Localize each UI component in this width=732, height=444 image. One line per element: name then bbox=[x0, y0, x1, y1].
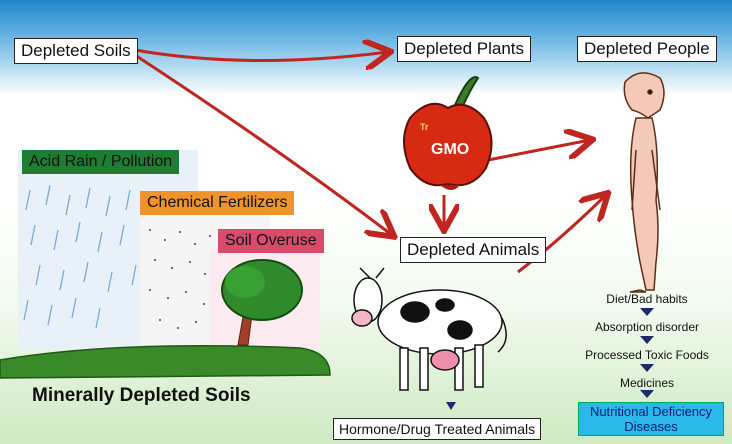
tree-icon bbox=[221, 259, 303, 346]
fertilizers-tag: Chemical Fertilizers bbox=[140, 191, 295, 215]
flow-arrows bbox=[134, 50, 606, 274]
result-line2: Diseases bbox=[624, 419, 678, 434]
gmo-mark: Tr bbox=[420, 122, 429, 132]
depleted-plants-box: Depleted Plants bbox=[397, 36, 532, 62]
depleted-soils-box: Depleted Soils bbox=[14, 38, 138, 64]
soils-caption: Minerally Depleted Soils bbox=[32, 385, 251, 406]
hill bbox=[0, 344, 331, 379]
person-icon bbox=[623, 72, 665, 293]
result-box: Nutritional Deficiency Diseases bbox=[578, 402, 724, 436]
arrow-soils-to-animals bbox=[134, 53, 392, 235]
arrow-soils-to-plants bbox=[134, 50, 388, 61]
overuse-tag: Soil Overuse bbox=[218, 229, 324, 253]
depleted-people-box: Depleted People bbox=[577, 36, 717, 62]
depleted-animals-box: Depleted Animals bbox=[400, 237, 547, 263]
gmo-label: GMO bbox=[431, 141, 470, 158]
cow-icon bbox=[351, 267, 507, 391]
hormone-animals-box: Hormone/Drug Treated Animals bbox=[333, 418, 542, 440]
acid-rain-tag: Acid Rain / Pollution bbox=[22, 150, 180, 174]
arrow-animals-to-people bbox=[517, 195, 606, 274]
chain-step-absorption: Absorption disorder bbox=[594, 320, 700, 334]
chain-step-processed: Processed Toxic Foods bbox=[585, 348, 709, 362]
down-marker-icon bbox=[446, 402, 456, 410]
result-line1: Nutritional Deficiency bbox=[589, 404, 713, 419]
gmo-apple-icon bbox=[403, 76, 493, 190]
chain-markers bbox=[640, 308, 654, 398]
chain-step-medicines: Medicines bbox=[619, 376, 675, 390]
chain-step-diet: Diet/Bad habits bbox=[606, 292, 688, 306]
arrow-plants-to-people bbox=[487, 140, 590, 162]
